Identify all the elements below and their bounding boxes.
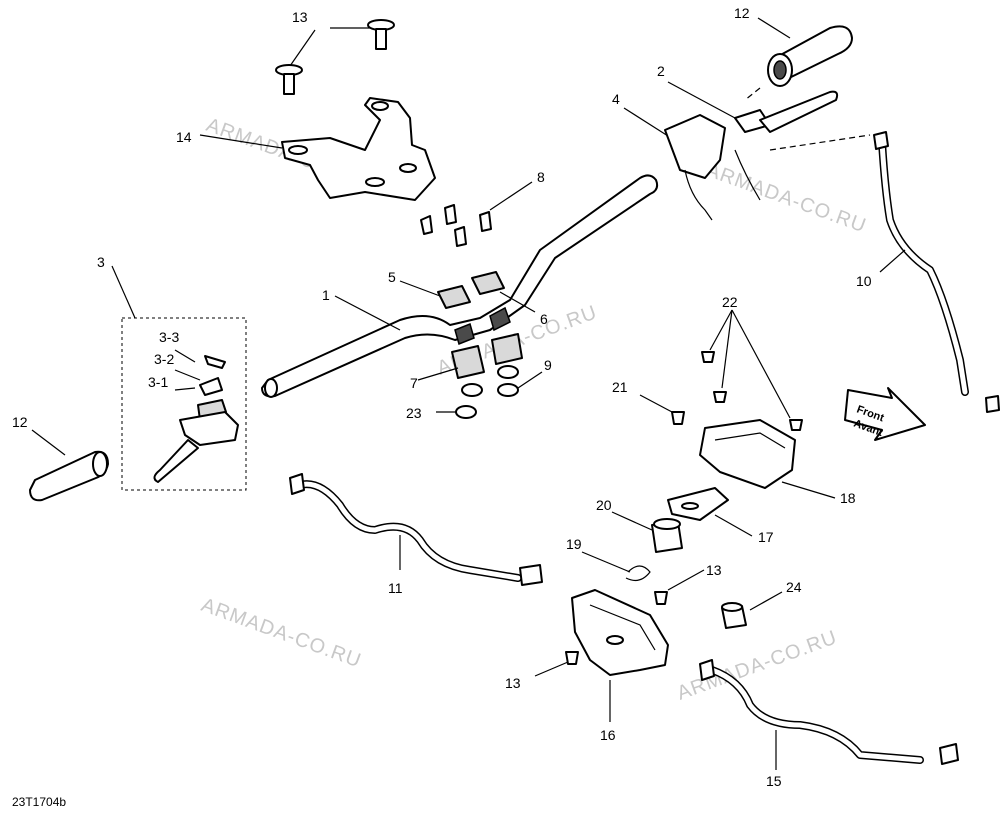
- switch-housing-part-4: [623, 107, 871, 221]
- cover-part-18: [699, 419, 836, 499]
- watermark: ARMADA-CO.RU: [198, 594, 364, 672]
- callout-label: 13: [706, 562, 722, 578]
- cable-part-15: [699, 659, 959, 770]
- callout-label: 24: [786, 579, 802, 595]
- bracket-part-17: [667, 487, 753, 537]
- callout-label: 4: [612, 91, 620, 107]
- callout-label: 12: [734, 5, 750, 21]
- clamps-part-5-6-7: [399, 271, 536, 381]
- screws-part-13-lower: [534, 569, 705, 677]
- throttle-part-2: [667, 81, 839, 133]
- callout-label: 12: [12, 414, 28, 430]
- callout-label: 2: [657, 63, 665, 79]
- callout-label: 3: [97, 254, 105, 270]
- callout-label: 13: [505, 675, 521, 691]
- callout-label: 5: [388, 269, 396, 285]
- callout-label: 3-1: [148, 374, 168, 390]
- callout-label: 23: [406, 405, 422, 421]
- lever-assembly-part-3: [111, 265, 247, 491]
- callout-label: 22: [722, 294, 738, 310]
- callout-label: 6: [540, 311, 548, 327]
- callout-label: 15: [766, 773, 782, 789]
- callouts: 1 2 3 3-1 3-2 3-3 4 5 6 7 8 9 10 11 12 1…: [12, 5, 872, 789]
- callout-label: 1: [322, 287, 330, 303]
- callout-label: 7: [410, 375, 418, 391]
- callout-label: 9: [544, 357, 552, 373]
- callout-label: 14: [176, 129, 192, 145]
- callout-label: 19: [566, 536, 582, 552]
- callout-label: 3-3: [159, 329, 179, 345]
- front-arrow: Front Avant: [844, 387, 926, 441]
- cable-part-10: [873, 131, 1000, 413]
- callout-label: 17: [758, 529, 774, 545]
- callout-label: 13: [292, 9, 308, 25]
- screw-part-13-top: [275, 19, 395, 95]
- washers-part-9-23: [436, 365, 543, 419]
- screws-part-21-22: [639, 309, 803, 431]
- callout-label: 21: [612, 379, 628, 395]
- spring-part-19: [581, 551, 651, 582]
- watermark: ARMADA-CO.RU: [703, 159, 869, 237]
- watermarks: ARMADA-CO.RU ARMADA-CO.RU ARMADA-CO.RU A…: [198, 114, 869, 705]
- watermark: ARMADA-CO.RU: [674, 626, 840, 704]
- housing-part-16: [571, 589, 669, 722]
- grommet-part-20: [611, 511, 683, 553]
- callout-label: 20: [596, 497, 612, 513]
- handlebar-part-1: [261, 174, 659, 398]
- bracket-part-14: [199, 97, 436, 201]
- grip-part-12-left: [29, 429, 109, 502]
- callout-label: 8: [537, 169, 545, 185]
- reference-code: 23T1704b: [12, 795, 66, 809]
- plug-part-24: [721, 591, 783, 629]
- cable-part-11: [289, 473, 543, 586]
- callout-label: 18: [840, 490, 856, 506]
- bolts-part-8: [420, 181, 533, 247]
- grip-part-12-right: [744, 17, 853, 101]
- callout-label: 16: [600, 727, 616, 743]
- callout-label: 10: [856, 273, 872, 289]
- callout-label: 3-2: [154, 351, 174, 367]
- callout-label: 11: [388, 580, 403, 596]
